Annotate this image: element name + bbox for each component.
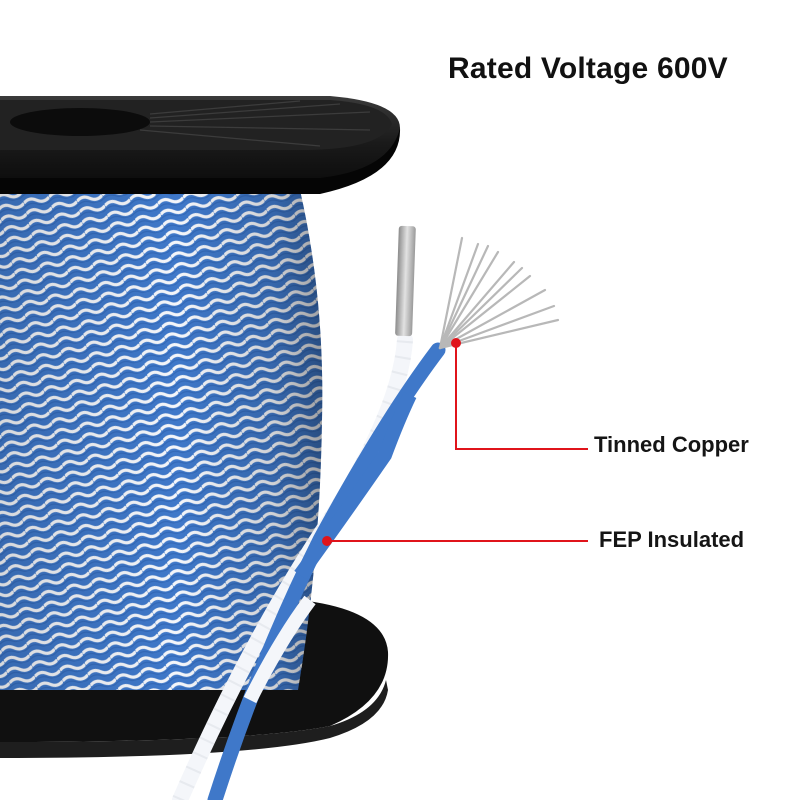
spool-top-flange [0, 96, 401, 194]
wire-coil [0, 190, 323, 690]
callout-fep-insulated: FEP Insulated [599, 527, 745, 552]
callout-tinned-copper: Tinned Copper [594, 432, 749, 457]
callout-lines [322, 338, 588, 546]
headline: Rated Voltage 600V [448, 52, 728, 85]
loose-wire-pair [172, 225, 560, 800]
